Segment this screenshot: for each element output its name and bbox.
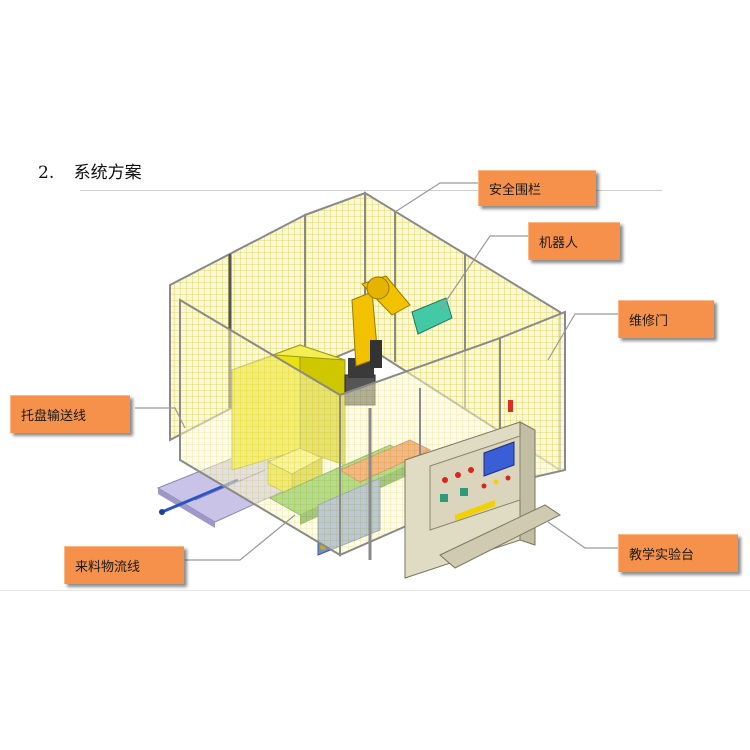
callout-feed-conveyor: 来料物流线 bbox=[64, 546, 184, 584]
callout-teaching-console: 教学实验台 bbox=[618, 534, 738, 572]
leader-lines bbox=[135, 182, 628, 561]
callout-maintenance-door: 维修门 bbox=[618, 300, 714, 338]
page-bottom-rule bbox=[0, 590, 750, 591]
teaching-console bbox=[404, 421, 561, 579]
callout-robot: 机器人 bbox=[528, 222, 620, 260]
console-screen bbox=[483, 441, 515, 477]
callout-pallet-conveyor: 托盘输送线 bbox=[10, 395, 130, 433]
door-handle bbox=[508, 400, 513, 412]
callout-safety-fence: 安全围栏 bbox=[478, 170, 596, 206]
section-number: 2. bbox=[38, 163, 55, 183]
section-title: 系统方案 bbox=[73, 163, 142, 183]
section-heading: 2. 系统方案 bbox=[38, 158, 142, 183]
heading-divider bbox=[80, 190, 662, 191]
